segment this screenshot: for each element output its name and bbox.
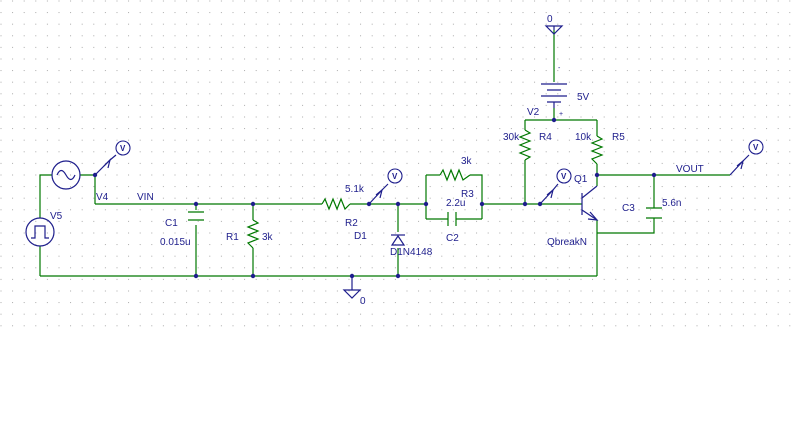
probe-icon <box>556 168 572 184</box>
v5-pulse-source[interactable]: V5 <box>25 211 63 247</box>
c3-ref: C3 <box>622 203 635 214</box>
c3-value: 5.6n <box>662 198 681 209</box>
q1-emitter-arrow <box>587 211 599 221</box>
junction-dot <box>366 201 372 207</box>
q1-npn-transistor[interactable]: Q1 QbreakN <box>547 174 599 248</box>
r5-ref: R5 <box>612 132 625 143</box>
c2-capacitor[interactable]: 2.2u C2 <box>446 198 465 244</box>
junction-dot <box>250 201 256 207</box>
probe-arrow <box>103 158 112 169</box>
q1-collector <box>581 185 598 199</box>
voltage-probe-vin[interactable]: V <box>94 140 131 176</box>
v2-value: 5V <box>577 92 590 103</box>
r3-resistor[interactable]: 3k R3 <box>439 156 474 200</box>
junction-dot <box>193 273 199 279</box>
v4-body <box>51 160 81 190</box>
pulse-icon <box>31 225 49 239</box>
d1-value: D1N4148 <box>390 247 433 258</box>
net-label-vout: VOUT <box>676 164 704 175</box>
v2-dc-source[interactable]: - + V2 5V <box>527 65 590 118</box>
junction-dot <box>193 201 199 207</box>
junction-dot <box>537 201 543 207</box>
junction-dot <box>349 273 355 279</box>
r4-resistor[interactable]: 30k R4 <box>503 129 552 161</box>
v5-body <box>25 217 55 247</box>
r1-value: 3k <box>262 232 274 243</box>
v4-ref: V4 <box>96 192 109 203</box>
sine-icon <box>56 169 76 181</box>
c3-capacitor[interactable]: C3 5.6n <box>622 198 681 219</box>
d1-triangle <box>390 234 406 246</box>
c2-ref: C2 <box>446 233 459 244</box>
probe-label: V <box>120 144 126 153</box>
ground-top: 0 <box>544 14 564 35</box>
probe-arrow <box>546 188 555 199</box>
junction-dot <box>250 273 256 279</box>
q1-value: QbreakN <box>547 237 587 248</box>
d1-diode[interactable]: D1 D1N4148 <box>354 231 433 258</box>
v2-ref: V2 <box>527 107 540 118</box>
voltage-probe-r2[interactable]: V <box>368 168 403 205</box>
probe-label: V <box>392 172 398 181</box>
probe-arrow <box>736 159 745 170</box>
junction-dot <box>92 172 98 178</box>
junction-dot <box>522 201 528 207</box>
r2-value: 5.1k <box>345 184 365 195</box>
c1-plates <box>188 211 204 221</box>
r3-value: 3k <box>461 156 473 167</box>
ground-top-label: 0 <box>547 14 553 25</box>
d1-ref: D1 <box>354 231 367 242</box>
probe-icon <box>115 140 131 156</box>
c2-plates <box>447 212 457 226</box>
r5-resistor[interactable]: 10k R5 <box>575 132 625 165</box>
r4-zigzag <box>518 129 532 161</box>
wires <box>39 30 730 277</box>
r3-ref: R3 <box>461 189 474 200</box>
r5-zigzag <box>590 135 604 165</box>
ground-top-icon <box>544 25 564 35</box>
c1-ref: C1 <box>165 218 178 229</box>
c1-capacitor[interactable]: C1 0.015u <box>160 211 204 248</box>
junction-dot <box>395 273 401 279</box>
probe-label: V <box>561 172 567 181</box>
r1-zigzag <box>246 219 260 249</box>
r2-zigzag <box>321 197 351 211</box>
junctions <box>92 117 657 279</box>
v2-battery-plates <box>541 83 567 103</box>
c3-plates <box>646 207 662 219</box>
q1-ref: Q1 <box>574 174 588 185</box>
c2-value: 2.2u <box>446 198 465 209</box>
v2-plus: + <box>559 111 563 118</box>
v4-sine-source[interactable]: V4 <box>51 160 109 203</box>
junction-dot <box>395 201 401 207</box>
r4-ref: R4 <box>539 132 552 143</box>
probe-label: V <box>753 143 759 152</box>
net-label-vin: VIN <box>137 192 154 203</box>
r1-resistor[interactable]: R1 3k <box>226 219 274 249</box>
ground-bottom-label: 0 <box>360 296 366 307</box>
r5-value: 10k <box>575 132 592 143</box>
junction-dot <box>594 172 600 178</box>
voltage-probe-base[interactable]: V <box>539 168 572 205</box>
r2-resistor[interactable]: 5.1k R2 <box>321 184 365 229</box>
probe-icon <box>387 168 403 184</box>
ground-bottom: 0 <box>342 276 366 307</box>
q1-emitter <box>581 209 598 221</box>
junction-dot <box>423 201 429 207</box>
voltage-probe-vout[interactable]: V <box>729 139 764 176</box>
v2-minus: - <box>558 65 561 72</box>
junction-dot <box>551 117 557 123</box>
ground-bottom-icon <box>342 276 362 299</box>
r3-zigzag <box>439 168 471 182</box>
probe-icon <box>748 139 764 155</box>
junction-dot <box>651 172 657 178</box>
probe-arrow <box>375 188 384 199</box>
r2-ref: R2 <box>345 218 358 229</box>
r1-ref: R1 <box>226 232 239 243</box>
junction-dot <box>479 201 485 207</box>
c1-value: 0.015u <box>160 237 191 248</box>
v5-ref: V5 <box>50 211 63 222</box>
r4-value: 30k <box>503 132 520 143</box>
